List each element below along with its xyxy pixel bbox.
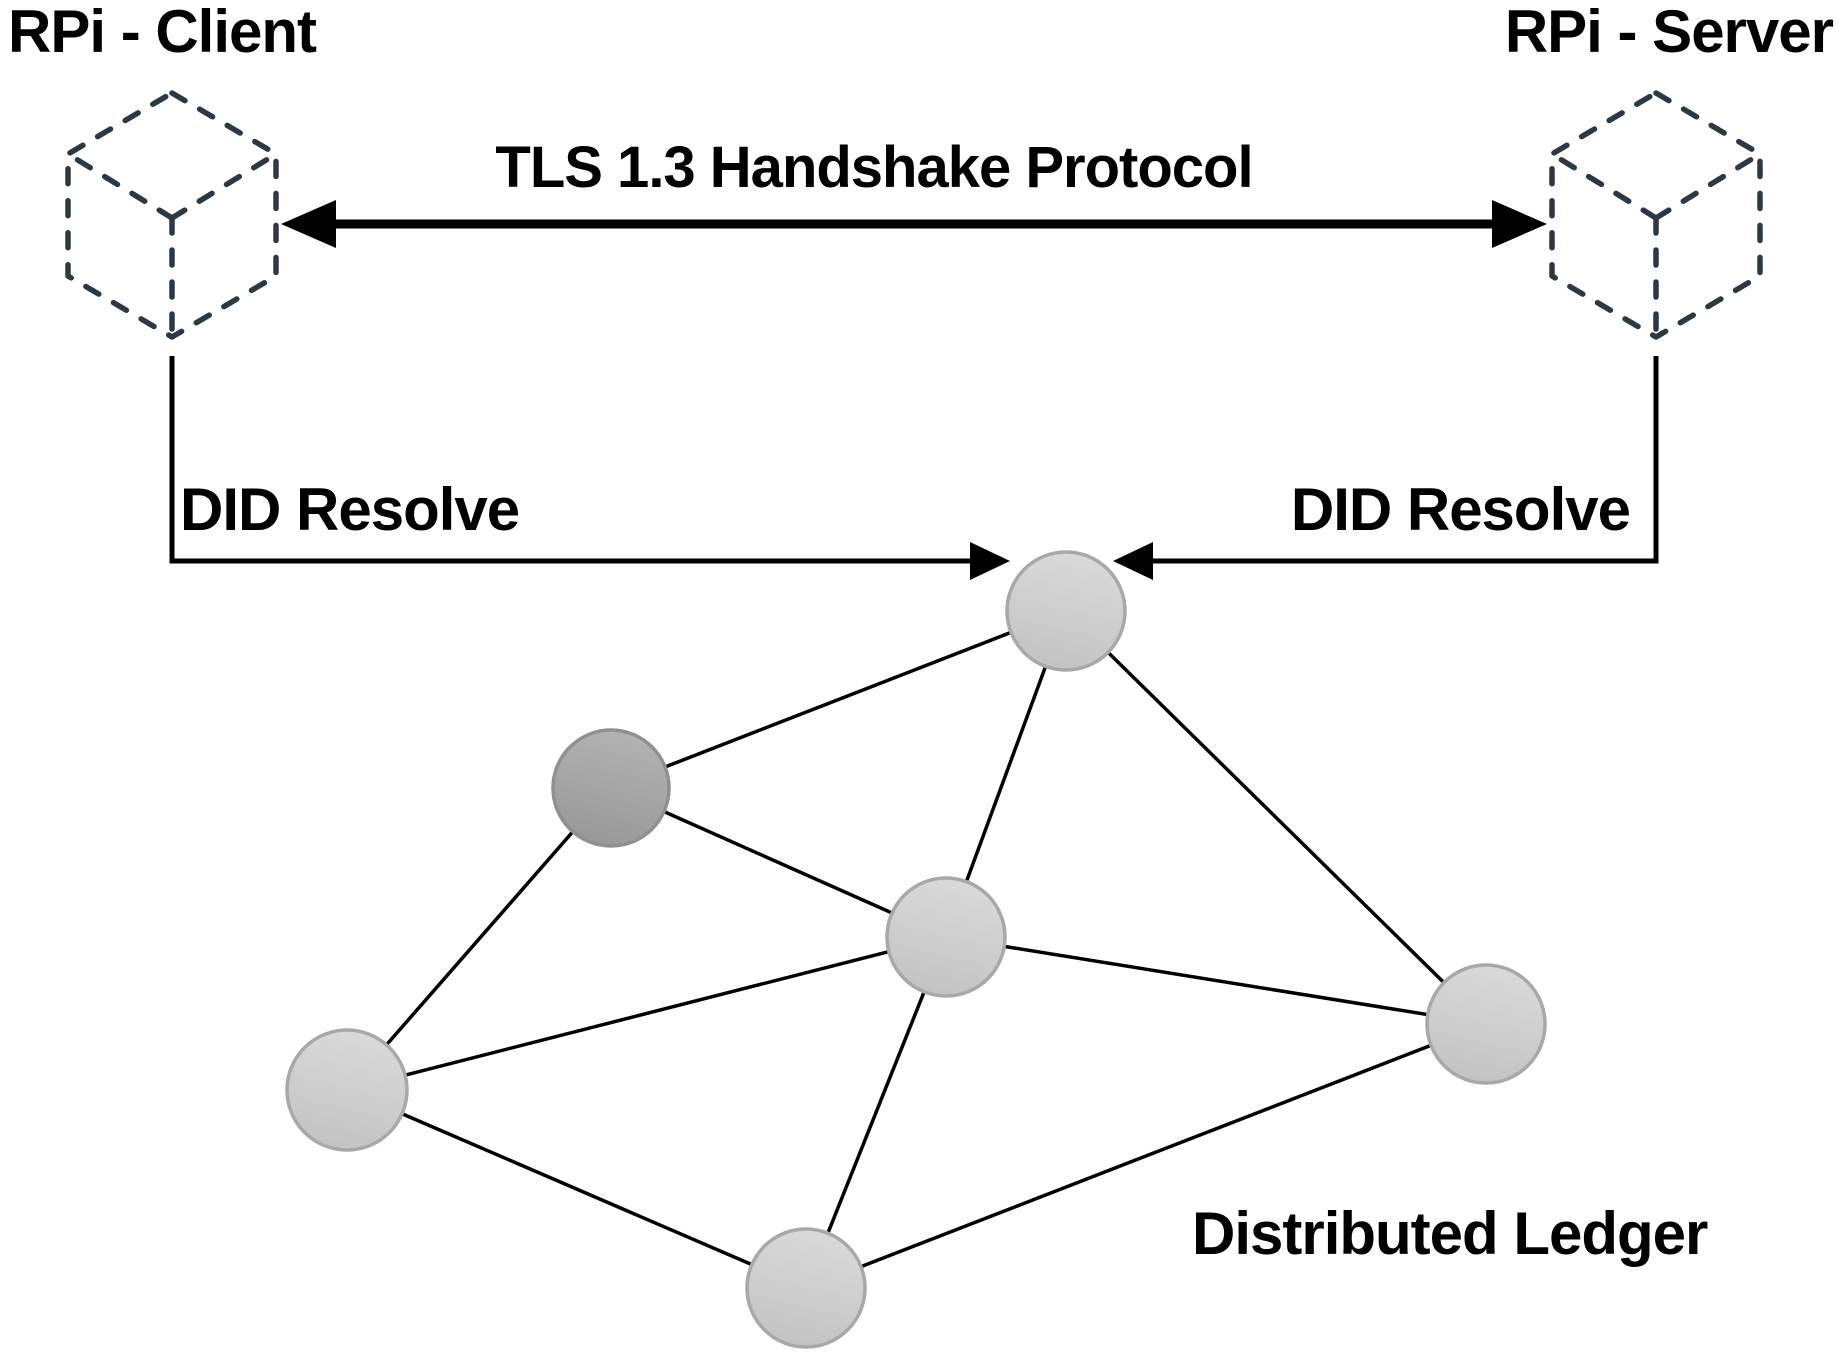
ledger-edge (804, 936, 948, 1289)
did-resolve-arrow-right-head (1113, 542, 1153, 580)
ledger-label: Distributed Ledger (1192, 1200, 1708, 1267)
ledger-edge (610, 609, 1067, 790)
client-cube-icon (65, 90, 279, 340)
client-title: RPi - Client (8, 0, 317, 65)
ledger-edge (805, 1022, 1487, 1290)
ledger-node-bottom (745, 1227, 867, 1349)
server-cube-icon (1549, 90, 1763, 340)
ledger-node-upper-left (551, 728, 671, 848)
server-title: RPi - Server (1504, 0, 1834, 65)
ledger-node-left (285, 1028, 409, 1152)
ledger-edge (945, 935, 1487, 1026)
did-resolve-arrow-left-head (970, 542, 1010, 580)
tls-arrow-label: TLS 1.3 Handshake Protocol (495, 135, 1253, 200)
ledger-edge (345, 786, 613, 1092)
tls-arrowhead-right (1492, 200, 1547, 248)
did-resolve-left-label: DID Resolve (180, 476, 520, 543)
did-resolve-arrow-right-line (1147, 356, 1659, 564)
ledger-edge (346, 935, 947, 1092)
did-resolve-arrow-left-line (169, 356, 976, 564)
did-resolve-right-label: DID Resolve (1290, 476, 1631, 543)
ledger-edge (346, 1088, 807, 1290)
ledger-node-top (1005, 550, 1127, 672)
ledger-edge (610, 786, 947, 939)
ledger-edge (1064, 609, 1488, 1026)
ledger-node-right (1425, 963, 1547, 1085)
tls-arrowhead-left (281, 200, 336, 248)
ledger-node-center (885, 876, 1007, 998)
